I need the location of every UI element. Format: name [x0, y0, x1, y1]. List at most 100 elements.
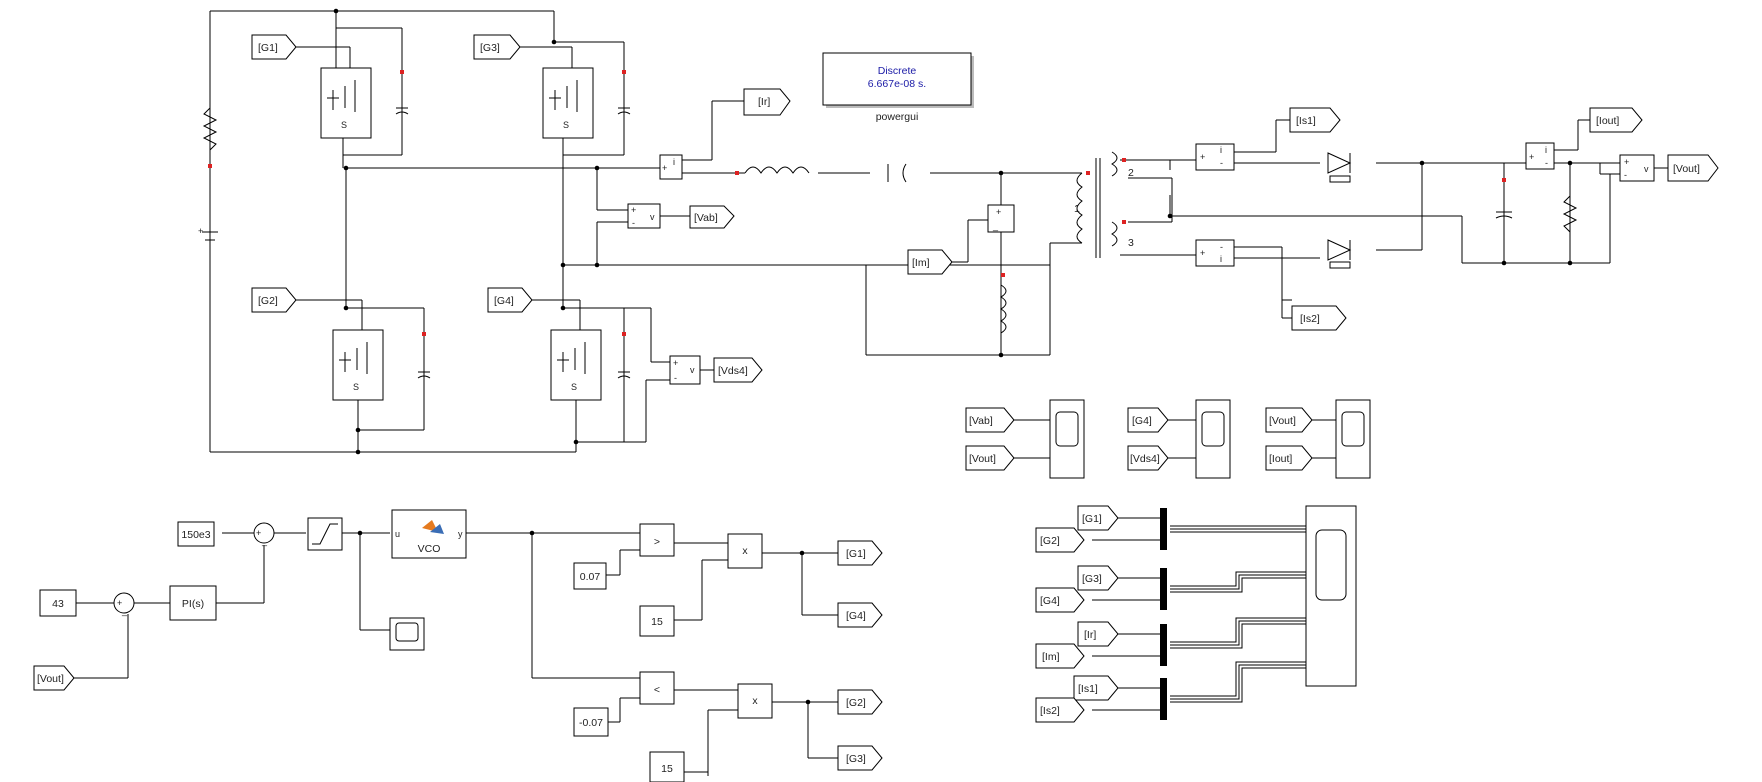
- svg-text:[G4]: [G4]: [846, 610, 866, 622]
- from-vds4-scope[interactable]: [Vds4]: [1127, 445, 1169, 471]
- from-is1-mux[interactable]: [Is1]: [1073, 675, 1119, 701]
- from-g1-mux[interactable]: [G1]: [1077, 505, 1119, 531]
- resonant-inductor[interactable]: [735, 166, 810, 175]
- current-measurement-is1[interactable]: + i -: [1195, 143, 1235, 171]
- from-vout-scope[interactable]: [Vout]: [965, 445, 1015, 471]
- goto-vab[interactable]: [Vab]: [689, 205, 735, 229]
- svg-text:[Is1]: [Is1]: [1296, 115, 1316, 127]
- const-freq[interactable]: 150e3: [177, 521, 215, 547]
- from-g2-mux[interactable]: [G2]: [1035, 527, 1085, 553]
- voltage-measurement-vds4[interactable]: + - v: [669, 355, 701, 385]
- goto-is1[interactable]: [Is1]: [1289, 107, 1341, 133]
- goto-ir[interactable]: [Ir]: [743, 88, 791, 116]
- const-gain-a[interactable]: 15: [639, 605, 675, 637]
- goto-g4[interactable]: [G4]: [837, 602, 883, 628]
- snubber-caps[interactable]: [395, 107, 631, 379]
- mosfet-q2[interactable]: S: [332, 329, 384, 401]
- port-markers: [208, 70, 1506, 336]
- svg-text:15: 15: [651, 616, 663, 628]
- from-ir-mux[interactable]: [Ir]: [1077, 621, 1119, 647]
- goto-vds4[interactable]: [Vds4]: [713, 357, 763, 383]
- current-measurement-ir[interactable]: + i: [659, 154, 683, 180]
- const-thr-neg[interactable]: -0.07: [573, 707, 609, 737]
- control-wires: [74, 419, 1336, 776]
- mosfet-q4[interactable]: S: [550, 329, 602, 401]
- comparator-lt[interactable]: <: [639, 671, 675, 705]
- vco-block[interactable]: u y VCO: [391, 509, 467, 559]
- svg-text:15: 15: [661, 763, 673, 775]
- svg-text:[Ir]: [Ir]: [1084, 629, 1096, 641]
- const-thr-pos[interactable]: 0.07: [573, 562, 607, 590]
- scope-vco[interactable]: [389, 617, 425, 651]
- load-resistor[interactable]: [1562, 195, 1578, 233]
- dc-voltage-source[interactable]: +: [198, 226, 218, 241]
- magnetizing-inductor[interactable]: [1000, 284, 1007, 334]
- sum-error[interactable]: + _: [113, 592, 135, 616]
- svg-text:[Vds4]: [Vds4]: [1130, 453, 1160, 465]
- svg-text:+: +: [1624, 157, 1629, 167]
- diode-d1[interactable]: [1327, 152, 1352, 183]
- goto-g2[interactable]: [G2]: [837, 689, 883, 715]
- goto-g3[interactable]: [G3]: [837, 745, 883, 771]
- from-g4-mux[interactable]: [G4]: [1035, 587, 1085, 613]
- scope-vab-vout[interactable]: [1049, 399, 1085, 479]
- scope-multi[interactable]: [1305, 505, 1357, 687]
- svg-text:-0.07: -0.07: [579, 717, 603, 729]
- mosfet-q2-source-label: S: [353, 382, 359, 392]
- voltage-measurement-im[interactable]: + _: [987, 204, 1015, 233]
- svg-text:[Iout]: [Iout]: [1596, 115, 1619, 127]
- svg-text:[G4]: [G4]: [1132, 415, 1152, 427]
- mosfet-q1[interactable]: S: [320, 67, 372, 139]
- goto-is2[interactable]: [Is2]: [1291, 305, 1347, 331]
- transformer[interactable]: 1 2 3: [1074, 151, 1134, 258]
- pi-controller[interactable]: PI(s): [169, 585, 217, 621]
- powergui-block[interactable]: Discrete 6.667e-08 s. powergui: [822, 52, 974, 123]
- power-wires: [209, 10, 1668, 453]
- svg-text:150e3: 150e3: [181, 529, 210, 541]
- svg-text:[Vout]: [Vout]: [1269, 415, 1296, 427]
- resonant-capacitor[interactable]: [887, 163, 907, 183]
- svg-text:[Is2]: [Is2]: [1300, 313, 1320, 325]
- product-2[interactable]: x: [737, 683, 773, 719]
- mosfet-q3[interactable]: S: [542, 67, 594, 139]
- mux-bars[interactable]: [1160, 508, 1167, 720]
- comparator-gt[interactable]: >: [639, 523, 675, 557]
- const-vref[interactable]: 43: [39, 589, 77, 617]
- voltage-measurement-vout[interactable]: + - v: [1619, 154, 1655, 182]
- current-measurement-is2[interactable]: + - i: [1195, 239, 1235, 267]
- svg-text:+: +: [631, 205, 636, 215]
- from-g3[interactable]: [G3]: [473, 34, 521, 60]
- scope-g4-vds4[interactable]: [1195, 399, 1231, 479]
- mosfet-q1-source-label: S: [341, 120, 347, 130]
- product-1[interactable]: x: [727, 533, 763, 569]
- vco-label: VCO: [418, 543, 441, 555]
- from-is2-mux[interactable]: [Is2]: [1035, 697, 1085, 723]
- from-g1[interactable]: [G1]: [251, 34, 297, 60]
- from-g2[interactable]: [G2]: [251, 287, 297, 313]
- voltage-measurement-vab[interactable]: + - v: [627, 203, 661, 229]
- from-iout-scope[interactable]: [Iout]: [1265, 445, 1313, 471]
- scope-vout-iout[interactable]: [1335, 399, 1371, 479]
- goto-im[interactable]: [Im]: [907, 249, 953, 275]
- diode-d2[interactable]: [1327, 239, 1352, 269]
- svg-text:v: v: [690, 365, 695, 375]
- from-vout-scope2[interactable]: [Vout]: [1265, 407, 1313, 433]
- from-g4[interactable]: [G4]: [487, 287, 533, 313]
- current-measurement-iout[interactable]: + i -: [1525, 142, 1555, 170]
- svg-text:-: -: [1220, 158, 1223, 168]
- goto-vout[interactable]: [Vout]: [1667, 154, 1719, 182]
- sum-freq[interactable]: + _: [253, 522, 275, 546]
- svg-text:[G2]: [G2]: [258, 295, 278, 307]
- from-vab-scope[interactable]: [Vab]: [965, 407, 1015, 433]
- from-im-mux[interactable]: [Im]: [1035, 643, 1085, 669]
- svg-text:[G4]: [G4]: [494, 295, 514, 307]
- from-vout-ctrl[interactable]: [Vout]: [33, 665, 75, 691]
- output-capacitor[interactable]: [1495, 170, 1513, 263]
- from-g4-scope[interactable]: [G4]: [1127, 407, 1169, 433]
- goto-g1[interactable]: [G1]: [837, 540, 883, 566]
- from-g3-mux[interactable]: [G3]: [1077, 565, 1119, 591]
- saturation[interactable]: [307, 517, 343, 551]
- const-gain-b[interactable]: 15: [649, 751, 685, 782]
- goto-iout[interactable]: [Iout]: [1589, 107, 1643, 133]
- resistor-left[interactable]: [202, 107, 218, 151]
